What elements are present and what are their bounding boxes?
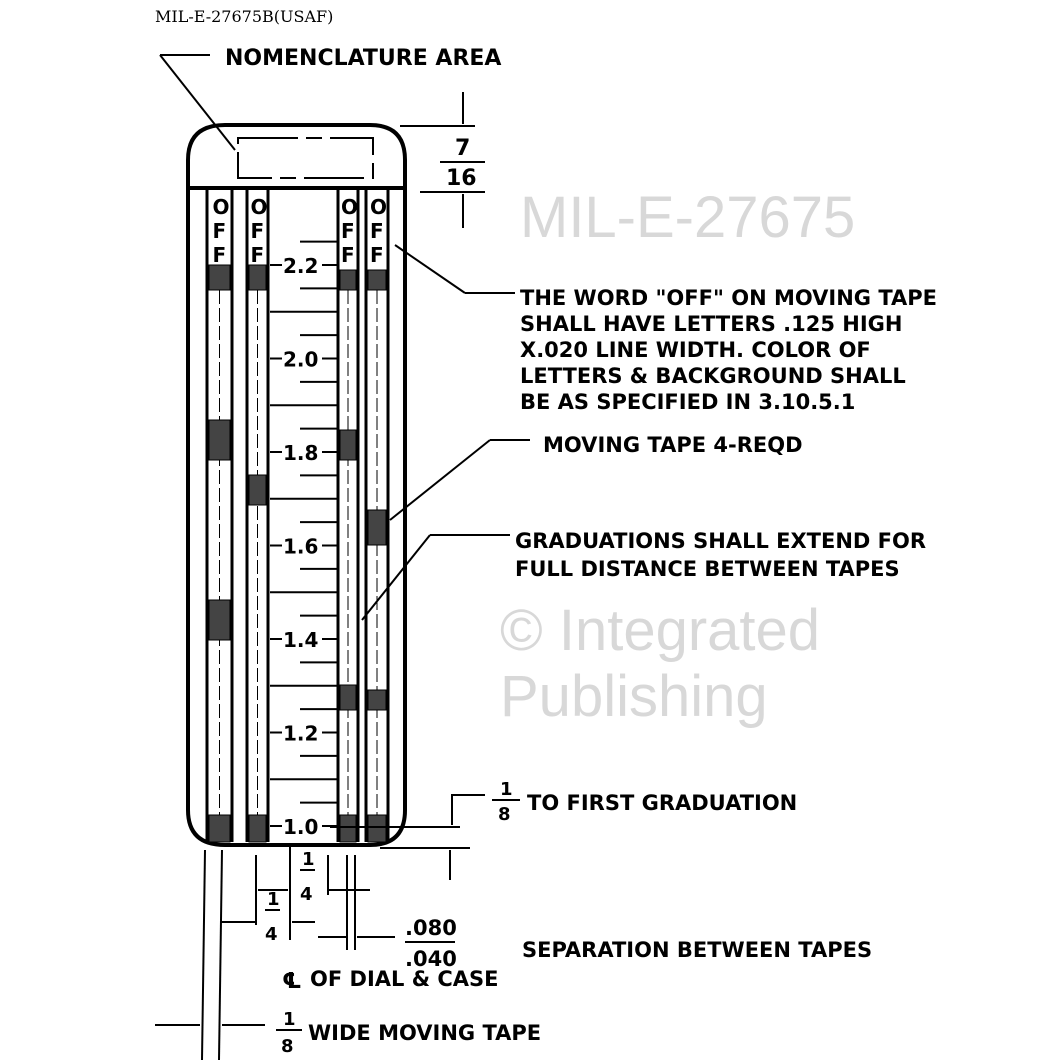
nomenclature-label: NOMENCLATURE AREA	[225, 46, 501, 71]
quarter-num-left: 1	[267, 889, 280, 910]
off-letter: F	[213, 219, 227, 243]
off-letter: F	[341, 219, 355, 243]
quarter-dims	[220, 869, 370, 923]
extension-lines	[201, 845, 356, 1060]
tape-hatch	[339, 814, 357, 843]
leader-arrow	[361, 534, 431, 621]
off-note-line: X.020 LINE WIDTH. COLOR OF	[520, 338, 871, 362]
tape-hatch	[208, 419, 231, 461]
tape-hatch	[208, 814, 231, 843]
dim-first-num: 1	[500, 779, 513, 800]
quarter-den-left: 4	[265, 924, 278, 945]
centerline-label: OF DIAL & CASE	[310, 967, 498, 991]
off-letter: F	[370, 219, 384, 243]
tape-hatch	[339, 429, 357, 461]
graduations-line-2: FULL DISTANCE BETWEEN TAPES	[515, 557, 900, 581]
moving-tape: OFF	[336, 190, 360, 843]
off-letter: F	[370, 243, 384, 267]
quarter-den-right: 4	[300, 884, 313, 905]
scale-label: 1.6	[283, 535, 318, 559]
leader-arrow	[159, 54, 236, 151]
sep-bottom: .040	[405, 947, 457, 971]
dim-top-den: 16	[446, 166, 477, 191]
centerline-symbol: ℄	[282, 969, 302, 994]
off-letter: F	[213, 243, 227, 267]
scale-label: 2.0	[283, 348, 318, 372]
quarter-num-right: 1	[302, 849, 315, 870]
scale-label: 1.4	[283, 628, 318, 652]
off-note-line: SHALL HAVE LETTERS .125 HIGH	[520, 312, 902, 336]
off-note-line: LETTERS & BACKGROUND SHALL	[520, 364, 906, 388]
dim-top-num: 7	[455, 136, 470, 161]
tape-hatch	[248, 264, 267, 291]
leader-arrow	[394, 244, 466, 294]
leader-arrow	[389, 439, 491, 521]
scale-label: 1.8	[283, 441, 318, 465]
nomenclature-area	[237, 137, 374, 179]
tape-hatch	[248, 814, 267, 843]
tape-hatch	[248, 474, 267, 506]
separation-label: SEPARATION BETWEEN TAPES	[522, 938, 872, 962]
tape-hatch	[367, 689, 387, 711]
off-note-line: THE WORD "OFF" ON MOVING TAPE	[520, 286, 937, 310]
moving-tape: OFF	[205, 190, 234, 843]
scale-label: 1.2	[283, 722, 318, 746]
tape-hatch	[367, 269, 387, 291]
moving-tape-label: MOVING TAPE 4-REQD	[543, 433, 803, 457]
watermark-line-1: © Integrated Publishing	[500, 598, 821, 729]
tape-hatch	[339, 269, 357, 291]
off-letter: F	[251, 219, 265, 243]
graduations-line-1: GRADUATIONS SHALL EXTEND FOR	[515, 529, 926, 553]
dim-arrow	[451, 794, 485, 825]
tape-num: 1	[283, 1009, 296, 1030]
off-letter: O	[341, 195, 358, 219]
off-letter: O	[251, 195, 268, 219]
dim-first-den: 8	[498, 804, 511, 825]
moving-tape: OFF	[364, 190, 390, 843]
case-outline	[186, 123, 407, 847]
watermark-line-2: MIL-E-27675	[520, 185, 856, 250]
off-letter: O	[370, 195, 387, 219]
tape-hatch	[367, 509, 387, 546]
sep-top: .080	[405, 916, 457, 940]
document-id: MIL-E-27675B(USAF)	[155, 7, 333, 26]
first-graduation-label: TO FIRST GRADUATION	[527, 791, 797, 815]
tape-hatch	[208, 264, 231, 291]
off-note-line: BE AS SPECIFIED IN 3.10.5.1	[520, 390, 855, 414]
wide-tape-label: WIDE MOVING TAPE	[308, 1021, 541, 1045]
scale-label: 2.2	[283, 254, 318, 278]
tape-hatch	[208, 599, 231, 641]
tape-hatch	[339, 684, 357, 711]
tape-den: 8	[281, 1036, 294, 1057]
scale-label: 1.0	[283, 815, 318, 839]
off-letter: O	[213, 195, 230, 219]
off-letter: F	[251, 243, 265, 267]
scale: 2.2 2.0 1.8 1.6 1.4 1.2 1.0	[270, 240, 337, 839]
off-letter: F	[341, 243, 355, 267]
moving-tape: OFF	[245, 190, 270, 843]
tape-hatch	[367, 814, 387, 843]
